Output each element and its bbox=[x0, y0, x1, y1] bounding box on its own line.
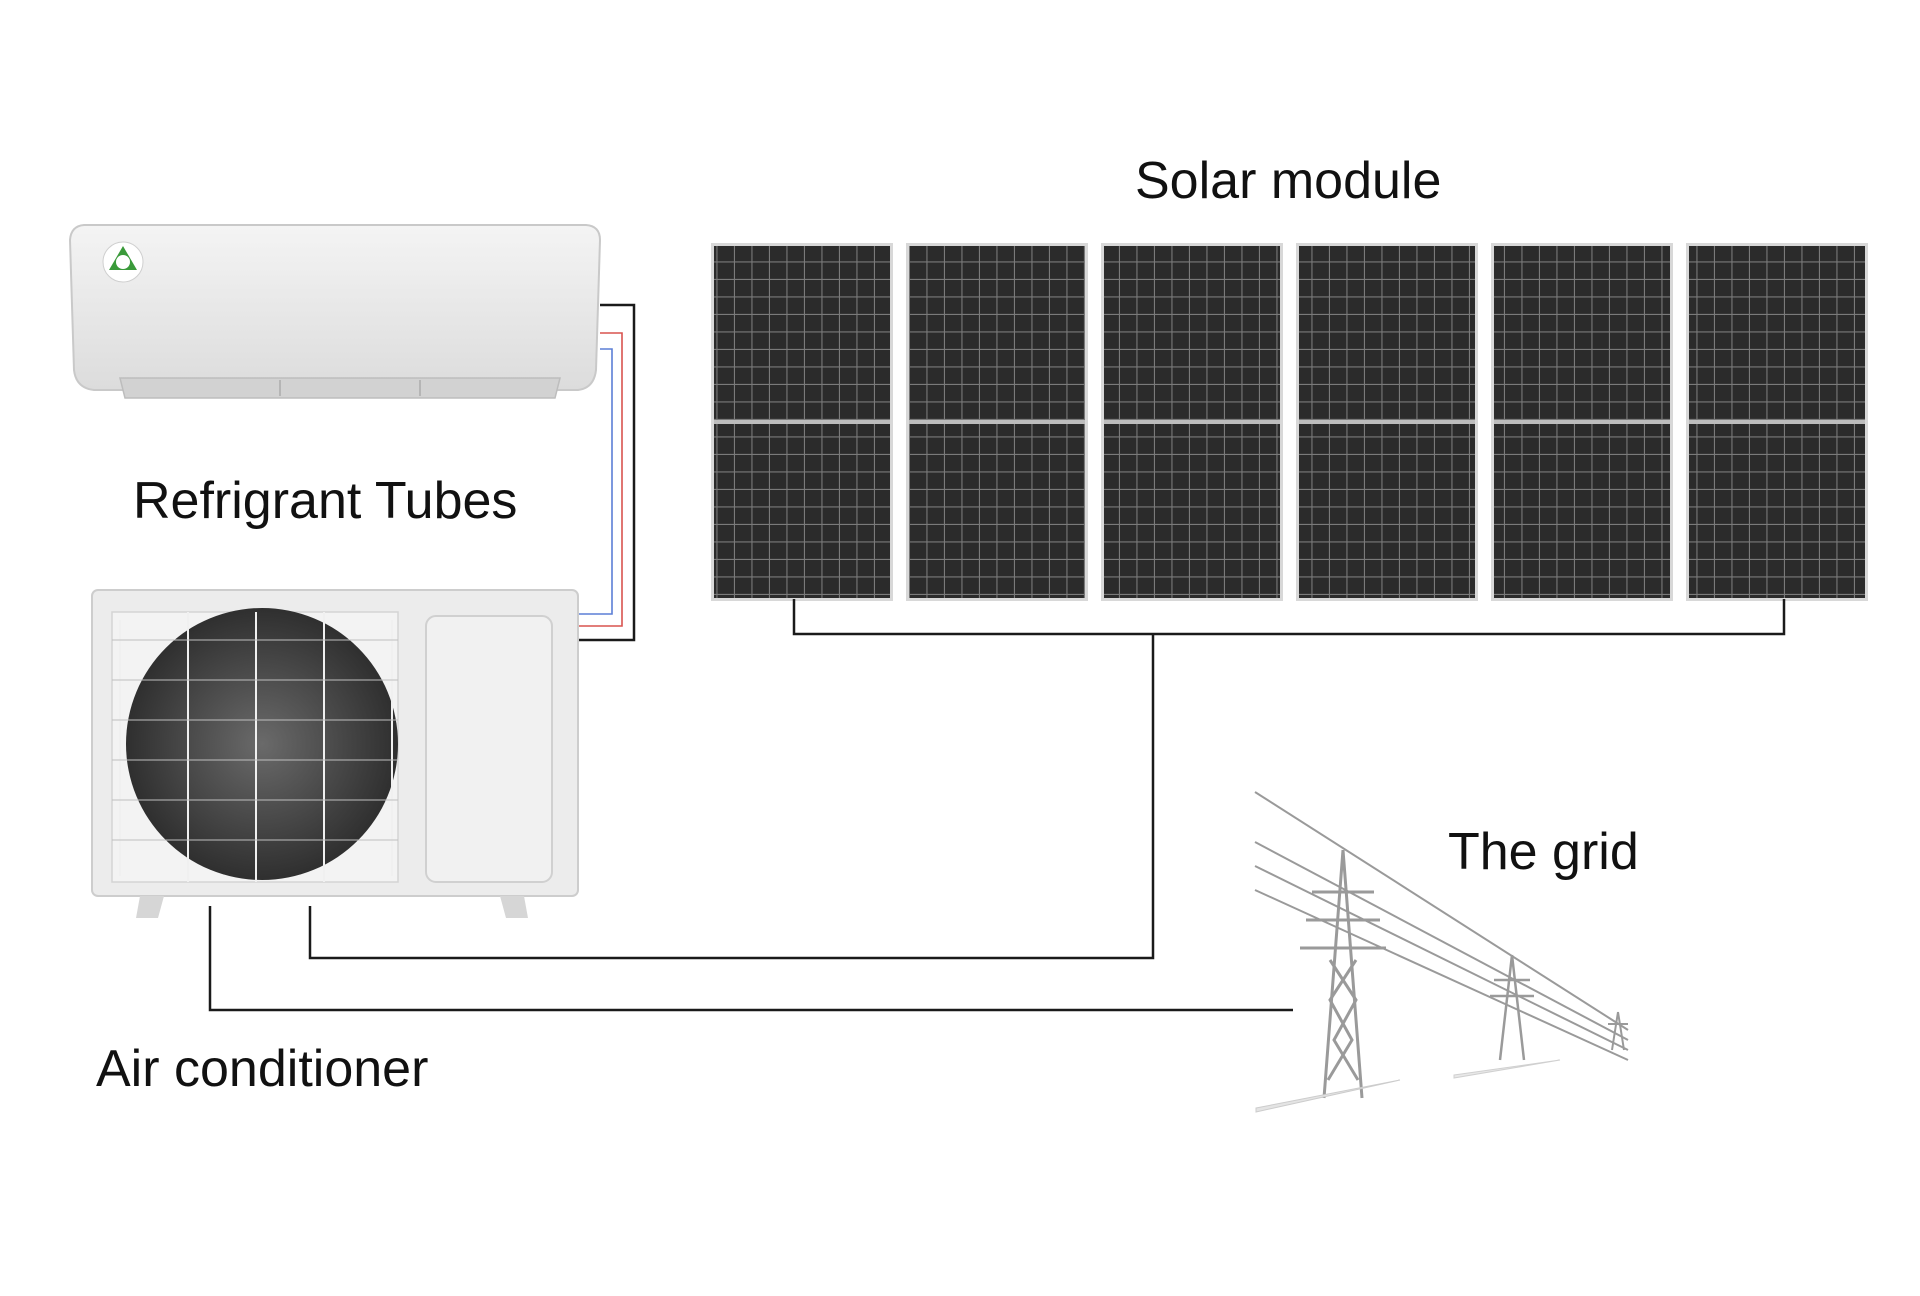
transmission-tower-icon bbox=[1490, 954, 1534, 1061]
outdoor-unit bbox=[91, 589, 579, 918]
grid-towers bbox=[1254, 791, 1629, 1113]
grid-label: The grid bbox=[1448, 823, 1639, 881]
brand-logo-icon bbox=[102, 241, 144, 283]
solar-module-label: Solar module bbox=[1135, 152, 1442, 210]
fan-icon bbox=[126, 608, 398, 880]
refrigerant-tubes-label: Refrigrant Tubes bbox=[133, 472, 518, 530]
air-conditioner-label: Air conditioner bbox=[96, 1040, 429, 1098]
transmission-tower-icon bbox=[1608, 1011, 1628, 1051]
wiring bbox=[208, 599, 1786, 1012]
refrigerant-tubes bbox=[578, 303, 636, 642]
transmission-tower-icon bbox=[1300, 849, 1386, 1099]
solar-module-array bbox=[711, 243, 1868, 601]
indoor-unit bbox=[68, 224, 602, 399]
